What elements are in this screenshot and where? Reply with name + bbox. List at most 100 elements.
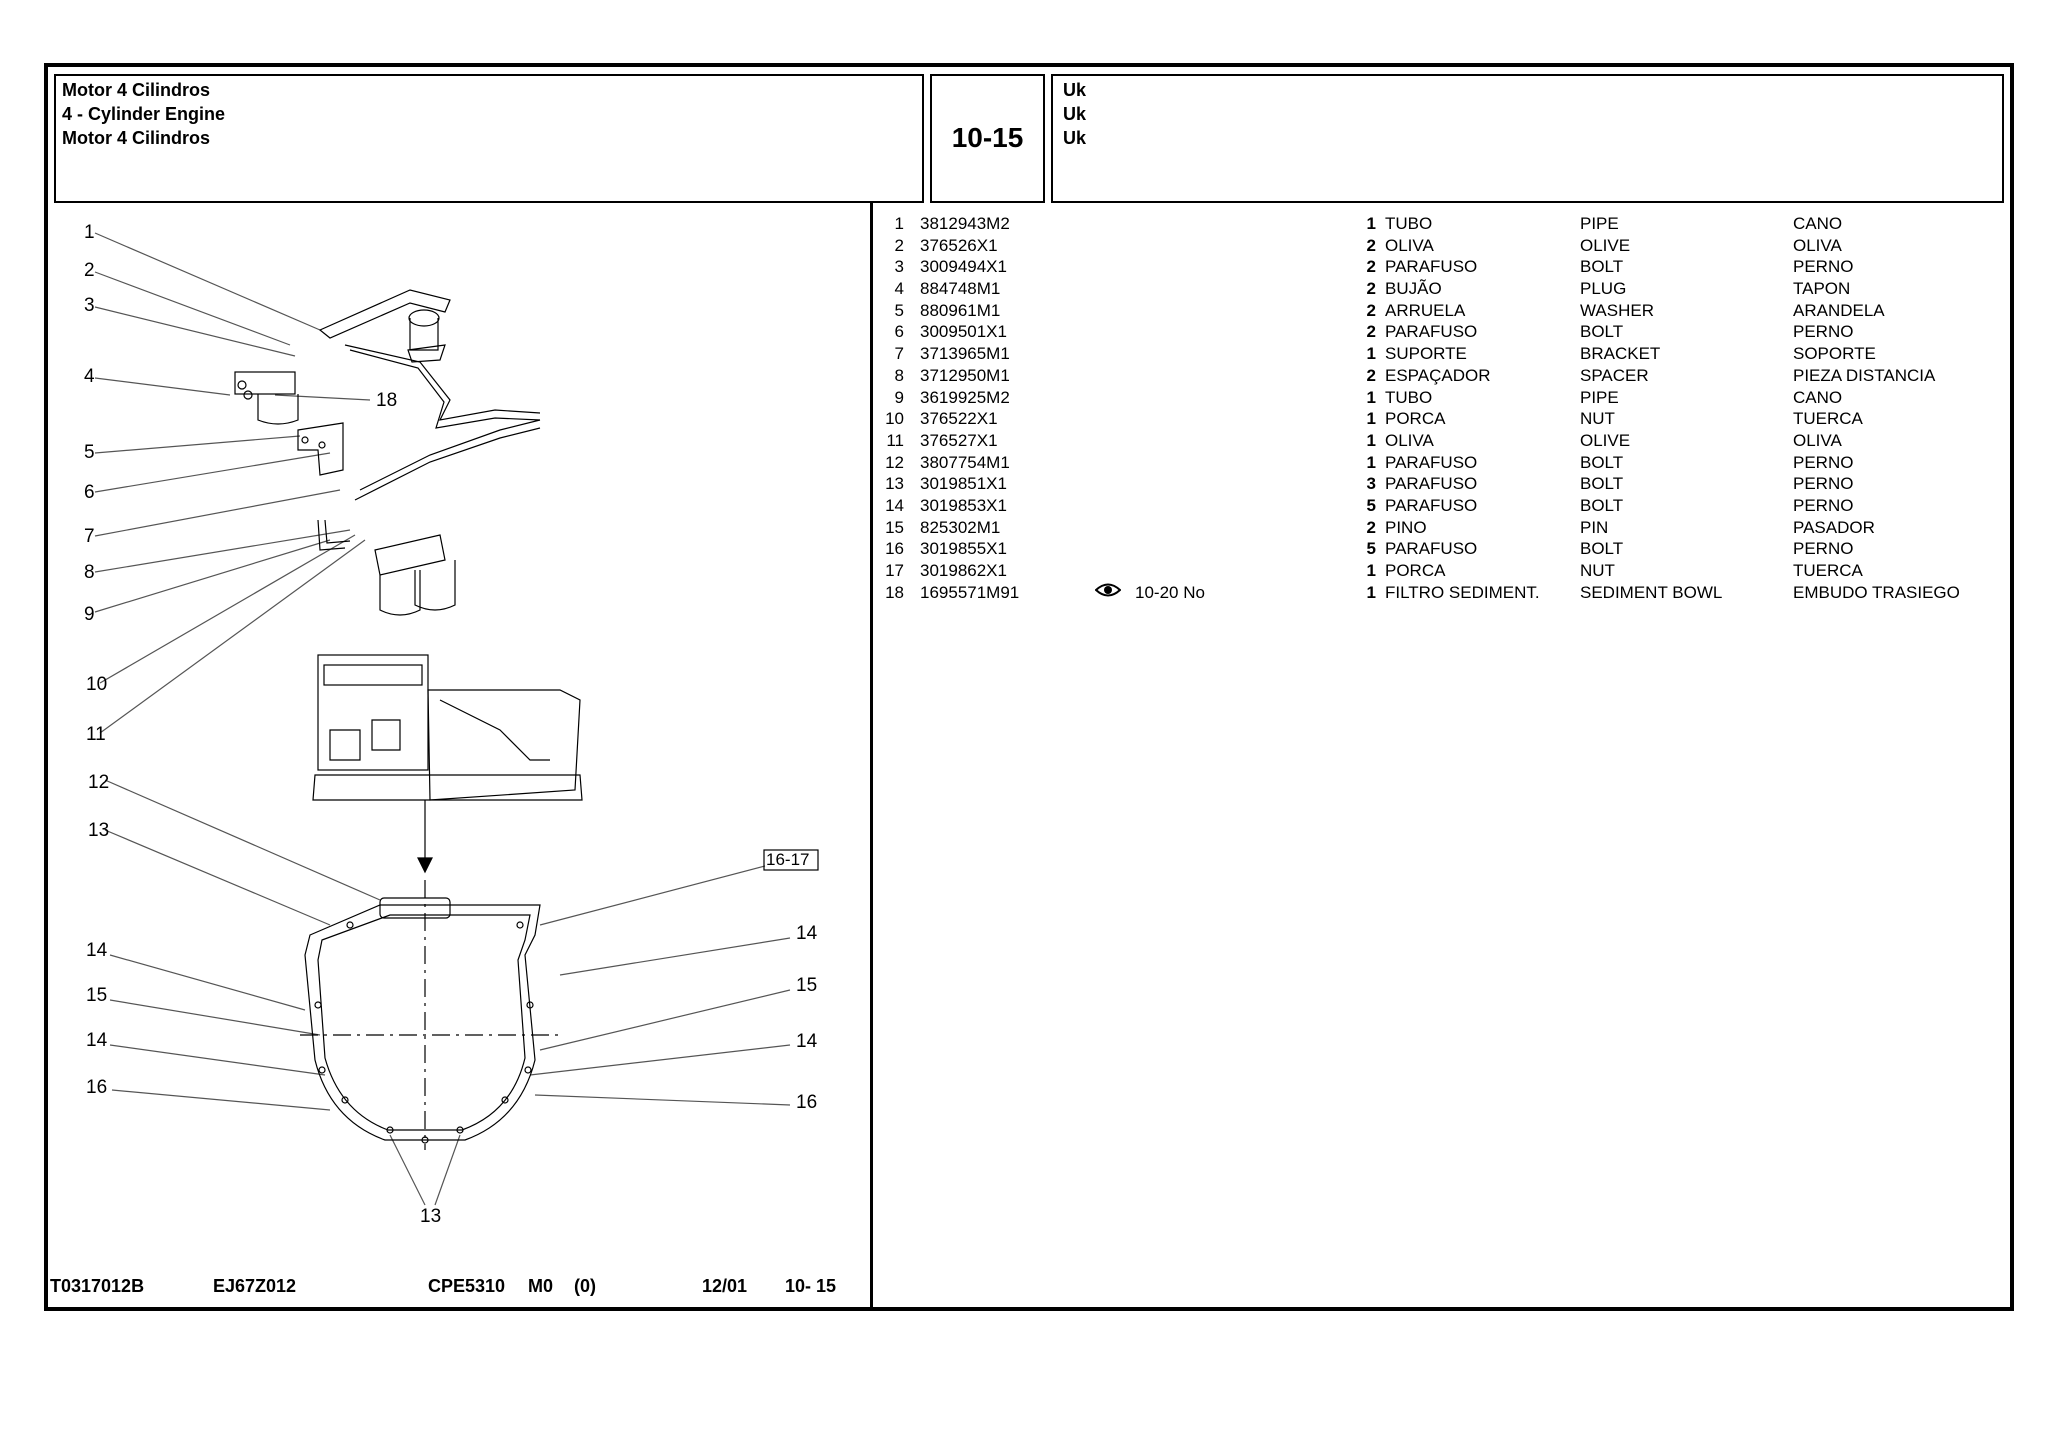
reference-box-label: 16-17 xyxy=(766,850,810,869)
callout-7: 7 xyxy=(84,526,95,547)
footer-date: 12/01 xyxy=(702,1276,748,1296)
part-qty: 1 xyxy=(1366,409,1376,429)
callout-5: 5 xyxy=(84,442,95,463)
part-number-index: 15 xyxy=(885,517,904,537)
desc-line-3: Uk xyxy=(1063,128,1087,148)
part-code: 3019853X1 xyxy=(920,495,1007,515)
part-desc-pt: TUBO xyxy=(1385,387,1433,407)
callout-11: 11 xyxy=(86,724,106,745)
footer-page: 10- 15 xyxy=(785,1276,837,1296)
callout-10: 10 xyxy=(86,674,108,695)
part-note xyxy=(1095,452,1205,474)
footer-m: M0 xyxy=(528,1276,554,1296)
page-code-box: 10-15 xyxy=(930,74,1045,203)
part-desc-pt: PARAFUSO xyxy=(1385,322,1478,342)
part-number-index: 11 xyxy=(886,430,904,450)
part-note xyxy=(1095,560,1205,582)
part-qty: 5 xyxy=(1366,539,1376,559)
part-desc-es: CANO xyxy=(1793,387,1843,407)
part-desc-es: ARANDELA xyxy=(1793,300,1885,320)
part-number-index: 16 xyxy=(885,539,904,559)
part-qty: 5 xyxy=(1366,495,1376,515)
part-note xyxy=(1095,387,1205,409)
part-desc-pt: PARAFUSO xyxy=(1385,474,1478,494)
callout-14-right-b: 14 xyxy=(796,1031,818,1052)
part-desc-en: OLIVE xyxy=(1580,235,1631,255)
part-desc-es: OLIVA xyxy=(1793,235,1842,255)
callout-13-left: 13 xyxy=(88,820,110,841)
part-code: 1695571M91 xyxy=(920,582,1020,602)
part-qty: 1 xyxy=(1366,582,1376,602)
part-desc-es: EMBUDO TRASIEGO xyxy=(1793,582,1960,602)
part-desc-en: NUT xyxy=(1580,561,1615,580)
title-line-pt: Motor 4 Cilindros xyxy=(62,80,210,100)
part-desc-pt: PORCA xyxy=(1385,561,1446,580)
callout-14-right-a: 14 xyxy=(796,923,818,944)
part-number-index: 12 xyxy=(885,452,904,472)
part-qty: 1 xyxy=(1366,430,1376,450)
part-number-index: 6 xyxy=(894,322,904,342)
callout-16-right: 16 xyxy=(796,1092,818,1113)
part-desc-en: WASHER xyxy=(1580,300,1654,320)
part-desc-pt: SUPORTE xyxy=(1385,344,1467,364)
part-code: 3019862X1 xyxy=(920,561,1007,580)
part-note xyxy=(1095,235,1205,257)
part-code: 884748M1 xyxy=(920,279,1001,299)
part-desc-es: TUERCA xyxy=(1793,561,1863,580)
part-desc-pt: ESPAÇADOR xyxy=(1385,365,1491,385)
part-desc-es: PERNO xyxy=(1793,257,1854,277)
callout-14-left-a: 14 xyxy=(86,940,108,961)
title-box: Motor 4 Cilindros 4 - Cylinder Engine Mo… xyxy=(54,74,924,203)
part-desc-pt: ARRUELA xyxy=(1385,300,1466,320)
desc-line-1: Uk xyxy=(1063,80,1087,100)
part-qty: 2 xyxy=(1366,257,1376,277)
part-code: 3713965M1 xyxy=(920,344,1010,364)
part-number-index: 7 xyxy=(894,344,904,364)
part-number-index: 4 xyxy=(894,279,904,299)
part-note xyxy=(1095,430,1205,452)
part-qty: 2 xyxy=(1366,300,1376,320)
part-desc-en: PIPE xyxy=(1580,387,1619,407)
part-note-text: 10-20 No xyxy=(1135,582,1205,602)
description-box: Uk Uk Uk xyxy=(1051,74,2004,203)
part-code: 376527X1 xyxy=(920,430,998,450)
part-desc-es: PERNO xyxy=(1793,322,1854,342)
part-desc-en: PLUG xyxy=(1580,279,1627,299)
part-qty: 3 xyxy=(1366,474,1376,494)
part-number-index: 2 xyxy=(894,235,904,255)
part-qty: 1 xyxy=(1366,561,1376,580)
part-desc-es: OLIVA xyxy=(1793,430,1842,450)
part-desc-en: BOLT xyxy=(1580,539,1624,559)
part-note xyxy=(1095,321,1205,343)
part-code: 3019855X1 xyxy=(920,539,1007,559)
part-desc-en: BRACKET xyxy=(1580,344,1661,364)
part-desc-en: SPACER xyxy=(1580,365,1649,385)
part-note xyxy=(1095,517,1205,539)
part-code: 3712950M1 xyxy=(920,365,1010,385)
part-desc-pt: PORCA xyxy=(1385,409,1446,429)
part-code: 3009494X1 xyxy=(920,257,1007,277)
part-code: 376526X1 xyxy=(920,235,998,255)
part-note xyxy=(1095,278,1205,300)
part-desc-en: BOLT xyxy=(1580,474,1624,494)
part-desc-es: PERNO xyxy=(1793,474,1854,494)
part-desc-es: TUERCA xyxy=(1793,409,1863,429)
column-divider xyxy=(870,203,873,1308)
part-desc-es: TAPON xyxy=(1793,279,1851,299)
part-desc-en: BOLT xyxy=(1580,452,1624,472)
part-qty: 2 xyxy=(1366,365,1376,385)
part-note xyxy=(1095,408,1205,430)
part-desc-en: SEDIMENT BOWL xyxy=(1580,582,1723,602)
part-desc-es: CANO xyxy=(1793,214,1843,233)
desc-line-2: Uk xyxy=(1063,104,1087,124)
callout-18: 18 xyxy=(376,390,398,411)
page-frame xyxy=(44,63,2014,1311)
part-desc-en: PIN xyxy=(1580,517,1609,537)
part-desc-pt: OLIVA xyxy=(1385,235,1434,255)
part-note xyxy=(1095,365,1205,387)
part-note xyxy=(1095,473,1205,495)
